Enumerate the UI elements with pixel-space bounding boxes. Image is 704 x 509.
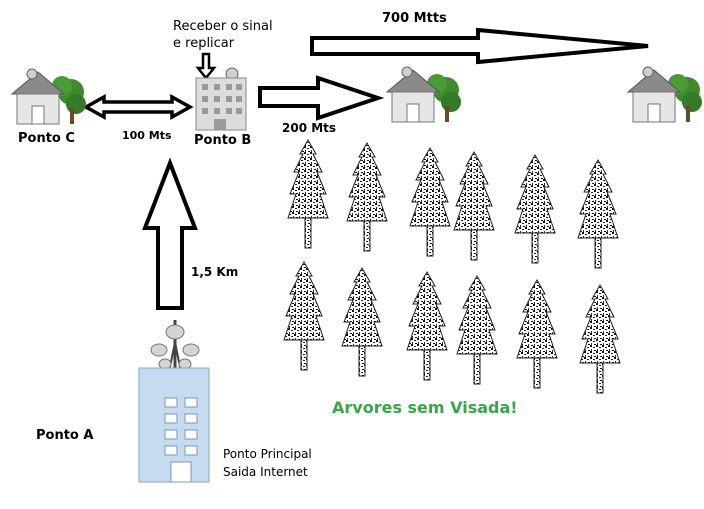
tree: [514, 154, 556, 264]
label-ponto-c: Ponto C: [18, 131, 75, 146]
tree: [283, 261, 325, 371]
tree: [287, 139, 329, 249]
label-receber-sinal: Receber o sinal: [173, 19, 273, 34]
label-200-mts: 200 Mts: [282, 121, 337, 135]
label-arvores-sem-visada: Arvores sem Visada!: [332, 398, 518, 417]
label-ponto-principal: Ponto Principal: [223, 447, 312, 461]
label-replicar: e replicar: [173, 36, 235, 51]
label-100-mts: 100 Mts: [122, 129, 172, 142]
arrow-200-mts: [258, 75, 385, 121]
arrow-receber: [195, 52, 217, 81]
building-ponto-principal: [138, 320, 210, 483]
tree: [406, 271, 448, 381]
tree: [577, 159, 619, 269]
tree: [456, 275, 498, 385]
house-far: [626, 66, 702, 123]
label-ponto-a: Ponto A: [36, 428, 94, 443]
tree: [346, 142, 388, 252]
label-1-5-km: 1,5 Km: [191, 265, 239, 279]
arrow-100-mts: [82, 94, 194, 120]
building-ponto-b: [195, 67, 247, 131]
label-saida-internet: Saida Internet: [223, 465, 308, 479]
label-700-mtts: 700 Mtts: [382, 11, 447, 26]
tree: [341, 267, 383, 377]
arrow-1-5-km: [142, 157, 198, 310]
label-ponto-b: Ponto B: [194, 133, 252, 148]
arrow-700-mtts: [310, 27, 649, 65]
tree: [409, 147, 451, 257]
tree: [579, 284, 621, 394]
tree: [453, 151, 495, 261]
tree: [516, 279, 558, 389]
house-ponto-c: [10, 68, 86, 125]
house-middle: [385, 66, 461, 123]
